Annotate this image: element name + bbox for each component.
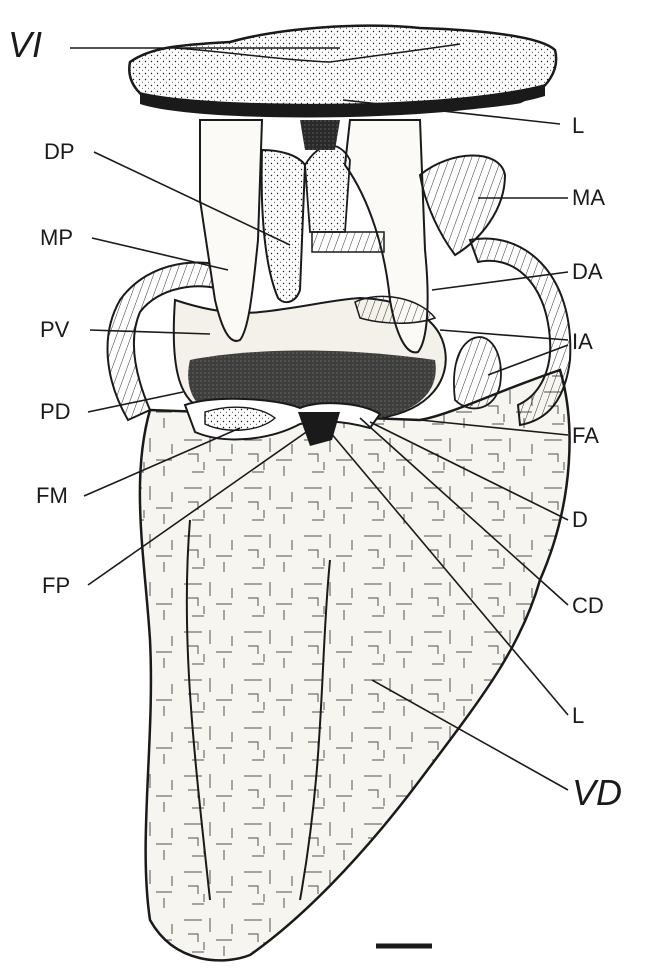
label-IA: IA — [572, 330, 593, 354]
label-FM: FM — [36, 484, 68, 508]
label-FA: FA — [572, 424, 599, 448]
label-VD: VD — [572, 774, 622, 812]
median-process — [262, 150, 305, 302]
label-FP: FP — [42, 574, 70, 598]
label-D: D — [572, 508, 588, 532]
label-MA: MA — [572, 186, 605, 210]
label-L-bottom: L — [572, 704, 584, 728]
label-DP: DP — [44, 140, 75, 164]
label-VI: VI — [8, 26, 42, 64]
label-MP: MP — [40, 226, 73, 250]
posterior-process-left — [200, 120, 262, 341]
label-L-top: L — [572, 114, 584, 138]
label-CD: CD — [572, 594, 604, 618]
label-DA: DA — [572, 260, 603, 284]
label-PD: PD — [40, 400, 71, 424]
label-PV: PV — [40, 318, 69, 342]
